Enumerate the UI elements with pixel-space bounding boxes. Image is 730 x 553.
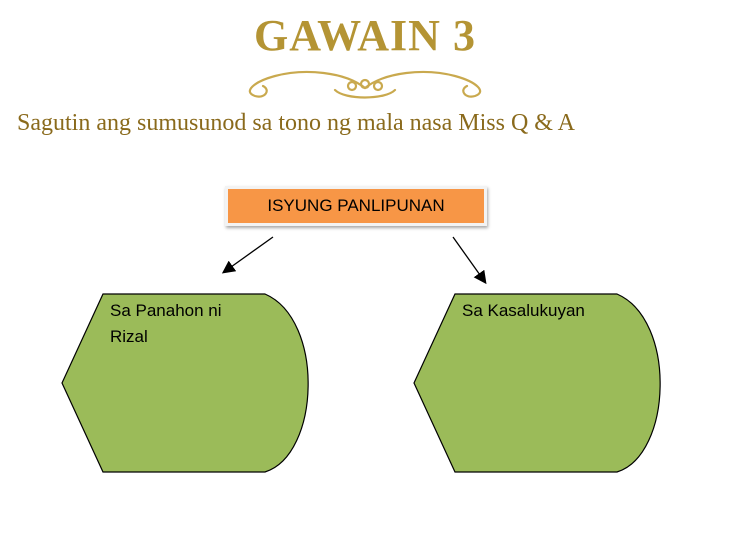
page-title: GAWAIN 3 [254, 11, 476, 60]
arrow-right [452, 236, 487, 285]
left-shape [61, 293, 309, 473]
topic-label: ISYUNG PANLIPUNAN [267, 196, 445, 215]
instruction-text: Sagutin ang sumusunod sa tono ng mala na… [17, 110, 575, 136]
right-shape-label: Sa Kasalukuyan [462, 301, 585, 320]
arrow-left [221, 236, 274, 274]
left-shape-label: Sa Panahon ni Rizal [110, 301, 222, 346]
topic-box: ISYUNG PANLIPUNAN [225, 186, 487, 226]
flourish-divider-icon [248, 70, 482, 99]
right-shape [413, 293, 661, 473]
